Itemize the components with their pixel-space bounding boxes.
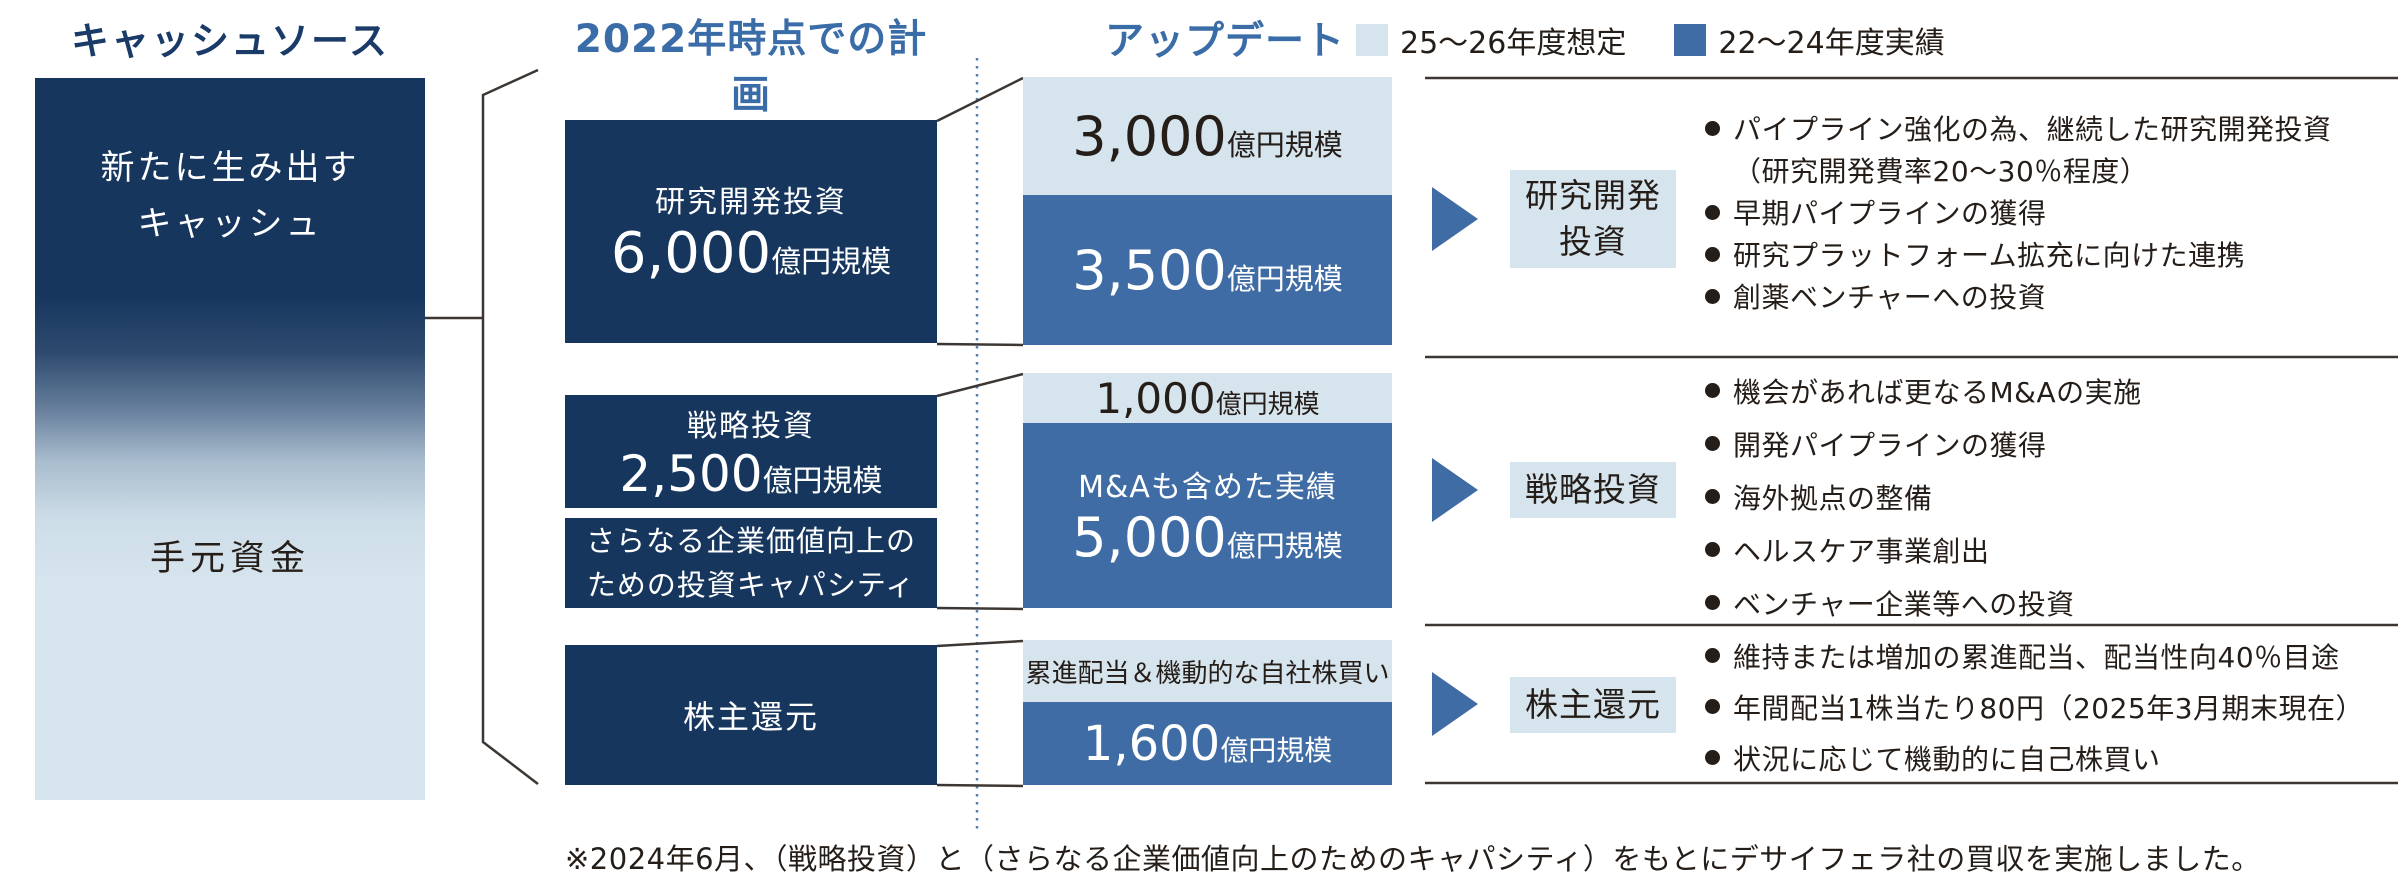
list-item: 年間配当1株当たり80円（2025年3月期末現在）: [1705, 681, 2404, 732]
list-item: ヘルスケア事業創出: [1705, 523, 2404, 576]
cash-source-box: 新たに生み出す キャッシュ 手元資金: [35, 78, 425, 800]
update-shareholder-forecast-label: 累進配当＆機動的な自社株買い: [1025, 658, 1390, 689]
list-item: 機会があれば更なるM&Aの実施: [1705, 364, 2404, 417]
arrow-right-icon: [1432, 187, 1478, 251]
connector-shareholder-bottom: [936, 783, 1024, 788]
update-shareholder-actual-box: 1,600億円規模: [1023, 702, 1392, 785]
update-rd-actual-box: 3,500億円規模: [1023, 195, 1392, 345]
bullet-icon: [1705, 648, 1720, 663]
bullet-icon: [1705, 120, 1720, 136]
bullet-icon: [1705, 489, 1720, 504]
update-strategic-forecast-amount: 1,000億円規模: [1095, 373, 1320, 423]
update-strategic-forecast-box: 1,000億円規模: [1023, 373, 1392, 423]
arrow-right-icon: [1432, 672, 1478, 736]
actual-swatch-icon: [1674, 24, 1707, 56]
section-rd-bullets: パイプライン強化の為、継続した研究開発投資 （研究開発費率20〜30％程度） 早…: [1705, 107, 2404, 317]
bullet-icon: [1705, 542, 1720, 557]
arrow-right-icon: [1432, 458, 1478, 522]
section-shareholder-label: 株主還元: [1510, 677, 1676, 733]
cash-source-bracket: [481, 68, 539, 785]
legend-item-actual: 22〜24年度実績: [1674, 18, 1945, 62]
plan-title: 2022年時点での計画: [574, 17, 928, 118]
section-rd-label: 研究開発 投資: [1510, 170, 1676, 268]
plan-strategic-box: 戦略投資 2,500億円規模: [565, 395, 937, 508]
legend: 25〜26年度想定 22〜24年度実績: [1356, 18, 1979, 62]
connector-rd-bottom: [936, 342, 1024, 347]
section-strategic-label: 戦略投資: [1510, 462, 1676, 518]
update-title: アップデート: [1104, 19, 1345, 64]
section-shareholder-bullets: 維持または増加の累進配当、配当性向40％目途 年間配当1株当たり80円（2025…: [1705, 630, 2404, 783]
connector-shareholder-top: [936, 639, 1024, 648]
list-item: 海外拠点の整備: [1705, 470, 2404, 523]
update-strategic-actual-amount: 5,000億円規模: [1072, 506, 1343, 569]
plan-strategic-label: 戦略投資: [687, 408, 815, 444]
cash-source-title: キャッシュソース: [70, 19, 390, 63]
update-shareholder-actual-amount: 1,600億円規模: [1082, 715, 1333, 772]
cash-on-hand-label: 手元資金: [149, 539, 310, 579]
bullet-icon: [1705, 699, 1720, 714]
footnote: ※2024年6月、（戦略投資）と（さらなる企業価値向上のためのキャパシティ）をも…: [565, 842, 2261, 876]
plan-capacity-label: さらなる企業価値向上の ための投資キャパシティ: [585, 524, 916, 602]
list-item: 状況に応じて機動的に自己株買い: [1705, 732, 2404, 783]
plan-capacity-box: さらなる企業価値向上の ための投資キャパシティ: [565, 518, 937, 608]
update-strategic-actual-box: M&Aも含めた実績 5,000億円規模: [1023, 423, 1392, 608]
connector-rd-top: [936, 76, 1024, 123]
update-shareholder-forecast-box: 累進配当＆機動的な自社株買い: [1023, 640, 1392, 702]
new-cash-label: 新たに生み出す キャッシュ: [100, 148, 360, 244]
update-rd-forecast-box: 3,000億円規模: [1023, 77, 1392, 195]
bullet-icon: [1705, 246, 1720, 262]
plan-shareholder-label: 株主還元: [682, 698, 819, 736]
legend-forecast-label: 25〜26年度想定: [1400, 26, 1627, 61]
bullet-icon: [1705, 436, 1720, 451]
list-item: パイプライン強化の為、継続した研究開発投資: [1705, 107, 2404, 149]
bullet-icon: [1705, 204, 1720, 220]
list-item: 開発パイプラインの獲得: [1705, 417, 2404, 470]
plan-strategic-amount: 2,500億円規模: [619, 444, 883, 503]
plan-rd-box: 研究開発投資 6,000億円規模: [565, 120, 937, 343]
bullet-icon: [1705, 383, 1720, 398]
bullet-icon: [1705, 750, 1720, 765]
update-strategic-actual-label: M&Aも含めた実績: [1078, 470, 1337, 505]
connector-strategic-bottom: [936, 606, 1024, 611]
list-item: 研究プラットフォーム拡充に向けた連携: [1705, 233, 2404, 275]
section-strategic-bullets: 機会があれば更なるM&Aの実施 開発パイプラインの獲得 海外拠点の整備 ヘルスケ…: [1705, 364, 2404, 629]
bullet-icon: [1705, 288, 1720, 304]
list-item: ベンチャー企業等への投資: [1705, 576, 2404, 629]
legend-actual-label: 22〜24年度実績: [1718, 26, 1945, 61]
update-rd-actual-amount: 3,500億円規模: [1072, 238, 1343, 302]
list-item: 維持または増加の累進配当、配当性向40％目途: [1705, 630, 2404, 681]
connector-strategic-top: [936, 372, 1024, 398]
forecast-swatch-icon: [1356, 24, 1388, 56]
list-item-sub: （研究開発費率20〜30％程度）: [1733, 155, 2149, 188]
legend-item-forecast: 25〜26年度想定: [1356, 18, 1626, 62]
list-item: 創薬ベンチャーへの投資: [1705, 275, 2404, 317]
update-rd-forecast-amount: 3,000億円規模: [1072, 104, 1343, 168]
plan-rd-amount: 6,000億円規模: [610, 221, 892, 286]
plan-shareholder-box: 株主還元: [565, 645, 937, 785]
list-item: 早期パイプラインの獲得: [1705, 191, 2404, 233]
bullet-icon: [1705, 595, 1720, 610]
plan-rd-label: 研究開発投資: [655, 185, 847, 220]
